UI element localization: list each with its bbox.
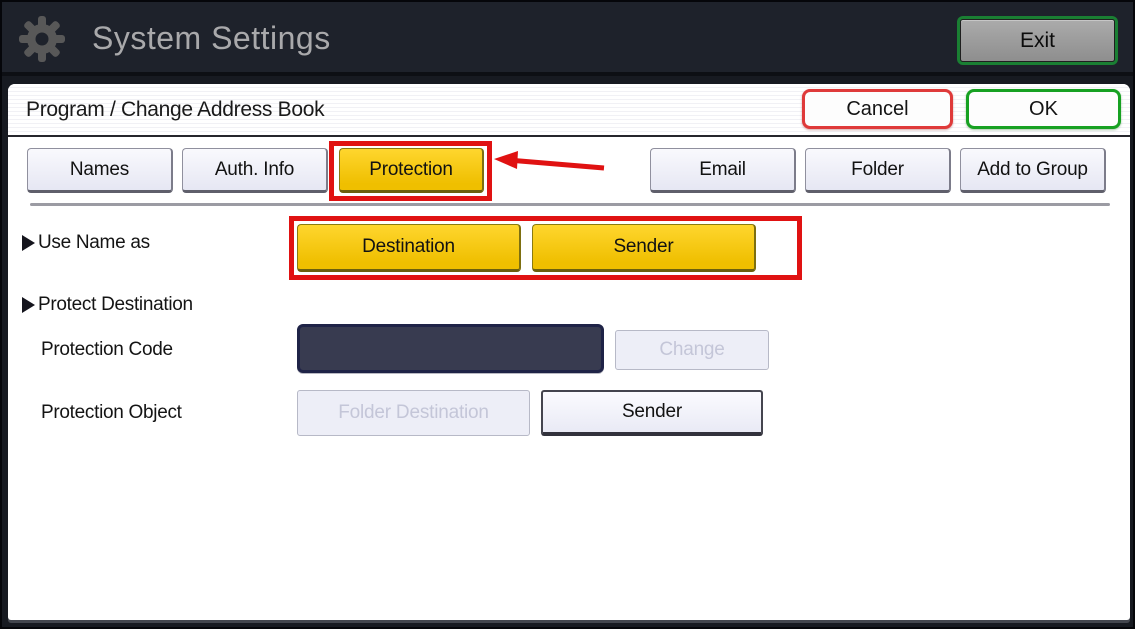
folder-destination-button: Folder Destination — [297, 390, 530, 436]
protection-object-sender-button[interactable]: Sender — [541, 390, 763, 436]
destination-toggle-button[interactable]: Destination — [297, 224, 521, 272]
tab-auth-info[interactable]: Auth. Info — [182, 148, 328, 193]
protection-code-field — [297, 324, 604, 373]
header-divider — [8, 135, 1130, 137]
exit-button[interactable]: Exit — [960, 19, 1115, 62]
triangle-right-icon — [22, 235, 35, 251]
tab-email[interactable]: Email — [650, 148, 796, 193]
app-title: System Settings — [92, 20, 331, 56]
main-panel: Program / Change Address Book Cancel OK … — [8, 84, 1130, 620]
ok-button[interactable]: OK — [966, 89, 1121, 129]
tab-names[interactable]: Names — [27, 148, 173, 193]
tab-folder[interactable]: Folder — [805, 148, 951, 193]
tab-protection[interactable]: Protection — [339, 148, 484, 193]
gear-icon — [19, 16, 65, 62]
protect-destination-label: Protect Destination — [22, 294, 193, 316]
use-name-as-label: Use Name as — [22, 232, 150, 254]
tab-divider — [30, 203, 1110, 206]
cancel-button[interactable]: Cancel — [802, 89, 953, 129]
title-bar: System Settings Exit — [2, 2, 1133, 76]
triangle-right-icon — [22, 297, 35, 313]
protection-object-label: Protection Object — [41, 402, 182, 423]
sender-toggle-button[interactable]: Sender — [532, 224, 756, 272]
change-button: Change — [615, 330, 769, 370]
tab-add-to-group[interactable]: Add to Group — [960, 148, 1106, 193]
page-title: Program / Change Address Book — [26, 98, 325, 121]
screen-header-row: Program / Change Address Book Cancel OK — [8, 84, 1130, 135]
protection-code-label: Protection Code — [41, 339, 173, 360]
